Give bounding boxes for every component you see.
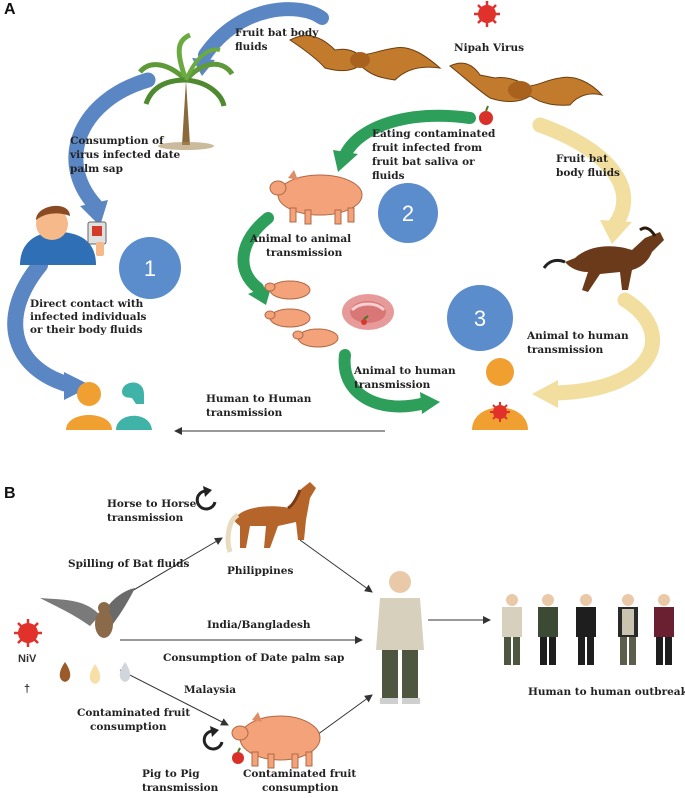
label-philippines: Philippines — [227, 565, 293, 577]
svg-text:3: 3 — [474, 306, 486, 331]
person-1 — [502, 594, 522, 665]
label-contaminated-fruit-right: Contaminated fruit consumption — [243, 768, 360, 794]
label-spilling-bat-fluids: Spilling of Bat fluids — [68, 558, 189, 570]
step-circle-1: 1 — [119, 237, 181, 299]
label-horse-to-horse: Horse to Horse transmission — [107, 498, 200, 524]
step-circle-2: 2 — [378, 183, 438, 243]
label-pig-to-pig: Pig to Pig transmission — [142, 768, 219, 794]
meat-icon — [342, 294, 394, 330]
pig-group-icon — [264, 280, 339, 348]
two-humans-icon — [66, 382, 152, 430]
label-eating-contaminated-fruit: Eating contaminated fruit infected from … — [372, 128, 499, 182]
bat-icon-right — [449, 62, 604, 106]
arrow-horse-to-human — [299, 539, 373, 593]
label-consumption-date-palm-sap: Consumption of Date palm sap — [163, 652, 344, 664]
cycle-icon-pig — [202, 726, 224, 751]
green-arrow-fruit-to-pig — [339, 109, 476, 161]
label-nipah-virus: Nipah Virus — [454, 42, 524, 54]
virus-icon-niv — [14, 619, 42, 647]
virus-icon-top — [474, 1, 500, 27]
fluid-droplets-icon — [59, 662, 131, 684]
label-india-bangladesh: India/Bangladesh — [207, 619, 311, 631]
label-consumption-date-palm: Consumption of virus infected date palm … — [69, 135, 184, 175]
label-direct-contact: Direct contact with infected individuals… — [30, 298, 150, 336]
bat-icon-top — [289, 35, 442, 81]
label-fruit-bat-body-fluids-top: Fruit bat body fluids — [235, 27, 322, 53]
svg-text:2: 2 — [402, 201, 414, 226]
bat-icon-panel-b — [40, 588, 135, 638]
label-contaminated-fruit-left: Contaminated fruit consumption — [77, 707, 194, 733]
fruit-icon — [479, 105, 493, 125]
arrow-bat-to-horse — [119, 537, 223, 599]
svg-text:1: 1 — [144, 256, 156, 281]
yellow-arrow-horse-to-human — [547, 292, 660, 401]
label-human-outbreak: Human to human outbreak — [528, 686, 685, 698]
label-fruit-bat-body-fluids-right: Fruit bat body fluids — [556, 153, 620, 179]
standing-horse-icon — [225, 482, 316, 553]
fruit-icon-panel-b — [232, 747, 244, 764]
green-arrow-pig-to-pigs — [237, 212, 274, 294]
label-animal-to-human-center: Animal to human transmission — [353, 365, 459, 391]
running-horse-icon — [542, 226, 664, 292]
arrow-pig-to-human — [309, 694, 373, 741]
label-animal-to-human-right: Animal to human transmission — [526, 330, 632, 356]
blue-arrow-bat-to-palm — [198, 2, 329, 62]
person-5 — [654, 594, 674, 665]
cycle-icon-horse — [195, 486, 217, 511]
yellow-arrow-bat-to-horse — [532, 117, 632, 233]
panel-b-letter: B — [4, 485, 16, 502]
pig-icon-large — [269, 170, 363, 225]
blue-arrow-palm-to-person — [68, 72, 156, 213]
palm-tree-icon — [138, 32, 235, 150]
infected-human-icon — [472, 358, 528, 430]
label-animal-to-animal: Animal to animal transmission — [249, 233, 355, 259]
step-circle-3: 3 — [447, 285, 513, 351]
outbreak-group — [502, 594, 674, 665]
pig-icon-panel-b — [231, 712, 321, 769]
arrow-bat-to-pig — [119, 669, 229, 726]
green-arrow-meat-to-human — [338, 349, 431, 413]
person-4 — [618, 594, 638, 665]
dagger-mark: † — [24, 683, 30, 695]
label-human-to-human: Human to Human transmission — [206, 393, 315, 419]
label-niv: NiV — [18, 653, 37, 665]
person-2 — [538, 594, 558, 665]
label-malaysia: Malaysia — [184, 684, 236, 696]
person-drinking-icon — [20, 205, 107, 265]
central-human-figure — [376, 571, 424, 704]
panel-a-letter: A — [4, 1, 16, 18]
blue-arrow-person-to-humans — [7, 257, 78, 393]
person-3 — [576, 594, 596, 665]
